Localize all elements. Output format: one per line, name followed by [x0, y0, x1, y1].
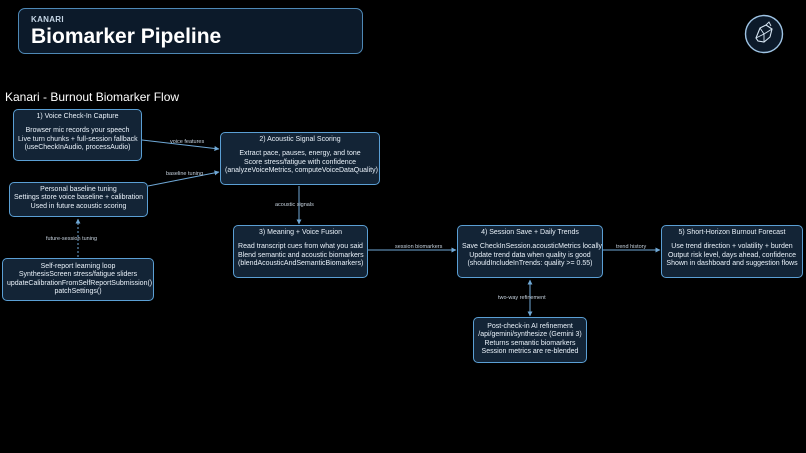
edge-label-acoustic-signals: acoustic signals	[275, 202, 314, 208]
node-meaning-voice-fusion: 3) Meaning + Voice Fusion Read transcrip…	[233, 225, 368, 278]
node-line: Self-report learning loop	[40, 263, 116, 270]
edge-label-two-way-refinement: two-way refinement	[498, 295, 546, 301]
page-title: Biomarker Pipeline	[31, 25, 222, 48]
node-line: (shouldIncludeInTrends: quality >= 0.55)	[467, 260, 593, 268]
node-line: Browser mic records your speech	[25, 127, 130, 135]
node-line: patchSettings()	[54, 288, 102, 296]
node-self-report-loop: Self-report learning loop SynthesisScree…	[2, 258, 154, 301]
brand-label: KANARI	[31, 15, 64, 24]
edge-baseline-acoustic	[147, 170, 220, 187]
node-session-save-trends: 4) Session Save + Daily Trends Save Chec…	[457, 225, 603, 278]
node-title: 3) Meaning + Voice Fusion	[258, 229, 343, 236]
node-title: 2) Acoustic Signal Scoring	[259, 136, 341, 143]
node-line: (blendAcousticAndSemanticBiomarkers)	[238, 260, 364, 268]
node-line: (analyzeVoiceMetrics, computeVoiceDataQu…	[225, 167, 378, 175]
node-voice-checkin-capture: 1) Voice Check-In Capture Browser mic re…	[13, 109, 142, 161]
node-title: 1) Voice Check-In Capture	[36, 113, 119, 120]
node-line: Returns semantic biomarkers	[484, 339, 576, 347]
node-burnout-forecast: 5) Short-Horizon Burnout Forecast Use tr…	[661, 225, 803, 278]
header-banner: KANARI Biomarker Pipeline	[18, 8, 363, 54]
node-line: Extract pace, pauses, energy, and tone	[239, 150, 361, 158]
edge-capture-acoustic	[141, 139, 220, 151]
kanari-bird-logo-icon	[744, 14, 784, 54]
edge-label-session-biomarkers: session biomarkers	[395, 244, 443, 250]
node-line: Used in future acoustic scoring	[30, 202, 127, 210]
node-line: Blend semantic and acoustic biomarkers	[238, 251, 364, 259]
node-line: Live turn chunks + full-session fallback	[18, 135, 138, 143]
node-line: SynthesisScreen stress/fatigue sliders	[18, 271, 138, 279]
edge-label-trend-history: trend history	[616, 244, 647, 250]
node-line: /api/gemini/synthesize (Gemini 3)	[478, 331, 582, 339]
node-line: Save CheckInSession.acousticMetrics loca…	[462, 243, 603, 251]
edge-label-future-session-tuning: future-session tuning	[46, 236, 97, 242]
edge-label-baseline-tuning: baseline tuning	[166, 171, 203, 177]
node-title: 4) Session Save + Daily Trends	[481, 229, 579, 236]
node-acoustic-signal-scoring: 2) Acoustic Signal Scoring Extract pace,…	[220, 132, 380, 185]
edge-label-voice-features: voice features	[170, 139, 204, 145]
node-title: 5) Short-Horizon Burnout Forecast	[678, 229, 786, 236]
node-line: (useCheckInAudio, processAudio)	[24, 144, 131, 152]
node-line: Settings store voice baseline + calibrat…	[14, 194, 143, 202]
node-line: updateCalibrationFromSelfReportSubmissio…	[7, 279, 153, 287]
node-line: Use trend direction + volatility + burde…	[671, 243, 793, 251]
flow-title: Kanari - Burnout Biomarker Flow	[5, 90, 180, 104]
node-line: Read transcript cues from what you said	[238, 243, 363, 251]
node-line: Personal baseline tuning	[40, 186, 117, 193]
node-line: Session metrics are re-blended	[481, 348, 579, 356]
node-personal-baseline: Personal baseline tuning Settings store …	[9, 182, 148, 217]
node-line: Update trend data when quality is good	[469, 251, 591, 259]
node-ai-refinement: Post-check-in AI refinement /api/gemini/…	[473, 317, 587, 363]
node-line: Shown in dashboard and suggestion flows	[666, 260, 798, 268]
node-line: Post-check-in AI refinement	[487, 323, 573, 330]
node-line: Output risk level, days ahead, confidenc…	[667, 251, 797, 259]
node-line: Score stress/fatigue with confidence	[243, 158, 357, 166]
